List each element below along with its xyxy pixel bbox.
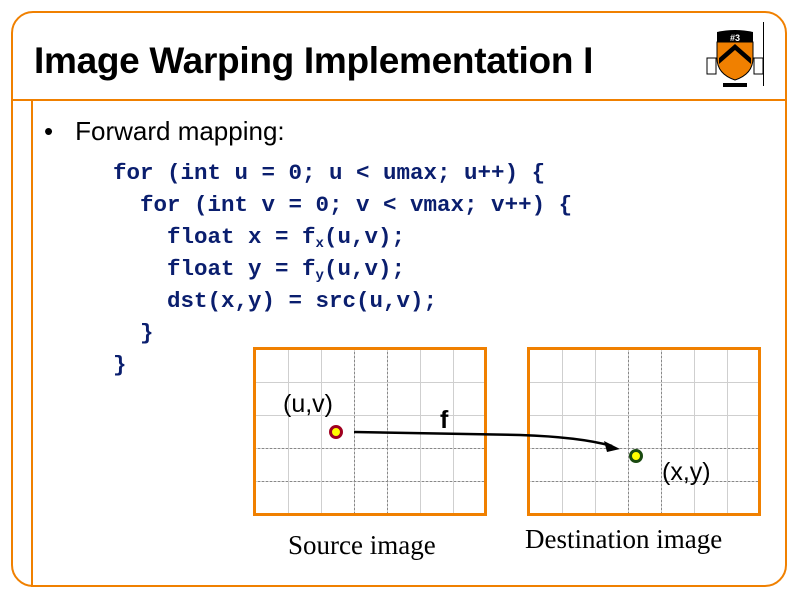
princeton-shield-icon: #3 xyxy=(706,30,764,87)
destination-caption: Destination image xyxy=(525,524,723,554)
code-block: for (int u = 0; u < umax; u++) { for (in… xyxy=(113,157,572,381)
svg-text:#3: #3 xyxy=(730,33,740,43)
logo-divider xyxy=(763,22,764,86)
source-point-label: (u,v) xyxy=(283,390,333,418)
dest-point xyxy=(629,449,643,463)
slide-title: Image Warping Implementation I xyxy=(34,40,594,81)
bullet-text: Forward mapping: xyxy=(75,116,285,146)
source-point xyxy=(329,425,343,439)
code-line: float y = fy(u,v); xyxy=(113,256,405,284)
dest-point-label: (x,y) xyxy=(662,458,711,486)
code-line: } xyxy=(113,320,154,346)
title-divider xyxy=(12,99,787,101)
slide-frame xyxy=(11,11,787,587)
bullet-forward-mapping: •Forward mapping: xyxy=(44,116,285,146)
destination-image-grid xyxy=(527,347,761,516)
code-line: float x = fx(u,v); xyxy=(113,224,405,252)
code-line: } xyxy=(113,352,127,378)
left-margin-line xyxy=(31,100,33,587)
code-line: for (int v = 0; v < vmax; v++) { xyxy=(113,192,573,218)
source-caption: Source image xyxy=(288,530,436,560)
code-line: for (int u = 0; u < umax; u++) { xyxy=(113,160,546,186)
function-label: f xyxy=(440,406,449,434)
code-line: dst(x,y) = src(u,v); xyxy=(113,288,438,314)
